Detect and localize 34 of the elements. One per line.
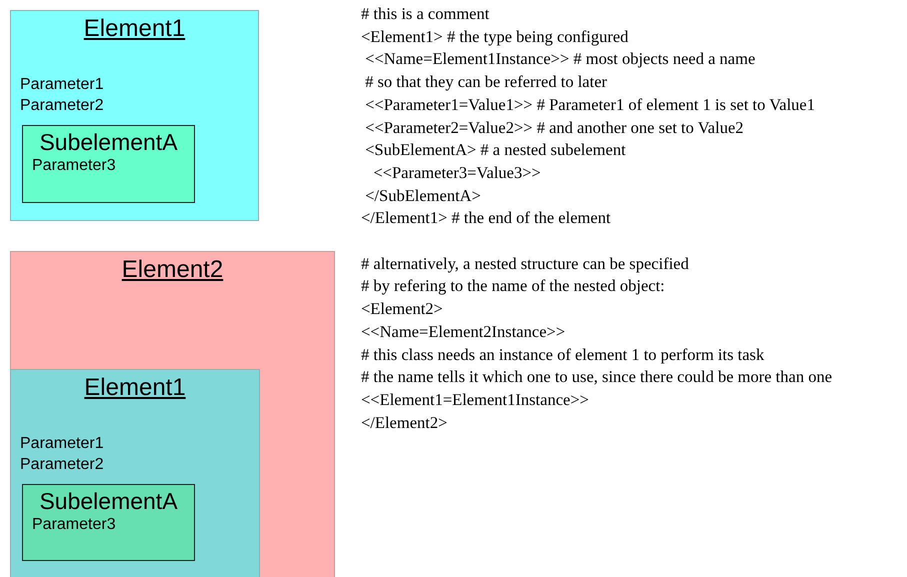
parameter-name: Parameter1 <box>20 76 104 94</box>
code-line: <<Parameter1=Value1>> # Parameter1 of element 1 is set to Value1 <box>364 94 816 116</box>
parameter-name: Parameter1 <box>20 435 104 453</box>
element-heading: Element2 <box>120 256 224 284</box>
code-line: # by refering to the name of the nested object: <box>361 275 666 298</box>
code-line: # alternatively, a nested structure can be specified <box>361 252 690 275</box>
code-line: <Element2> <box>361 298 444 320</box>
code-line: <SubElementA> # a nested subelement <box>364 139 627 162</box>
parameter-name: Parameter2 <box>20 97 104 115</box>
element-heading: Element1 <box>83 374 187 402</box>
element-box <box>10 251 335 577</box>
element-box <box>10 369 260 577</box>
parameter-name: Parameter3 <box>32 157 116 175</box>
code-line: <<Name=Element1Instance>> # most objects need a name <box>364 48 756 70</box>
code-line: </Element1> # the end of the element <box>361 207 612 230</box>
code-line: # the name tells it which one to use, since there could be more than one <box>361 366 834 388</box>
code-line: </SubElementA> <box>364 184 482 207</box>
code-line: <Element1> # the type being configured <box>361 26 630 48</box>
code-line: # so that they can be referred to later <box>364 71 608 94</box>
code-line: <<Parameter3=Value3>> <box>372 162 542 184</box>
parameter-name: Parameter2 <box>20 456 104 474</box>
element-heading: Element1 <box>82 15 186 43</box>
subelement-heading: SubelementA <box>38 488 179 515</box>
code-line: </Element2> <box>361 412 448 434</box>
parameter-name: Parameter3 <box>32 516 116 534</box>
subelement-heading: SubelementA <box>38 129 179 156</box>
element-box <box>10 10 259 221</box>
code-line: # this class needs an instance of element 1 to perform its task <box>361 344 766 366</box>
code-line: <<Name=Element2Instance>> <box>361 320 566 343</box>
code-line: <<Element1=Element1Instance>> <box>361 388 590 411</box>
subelement-box <box>22 125 195 203</box>
code-line: <<Parameter2=Value2>> # and another one set to Value2 <box>364 116 745 139</box>
code-line: # this is a comment <box>361 3 490 25</box>
subelement-box <box>22 484 195 561</box>
